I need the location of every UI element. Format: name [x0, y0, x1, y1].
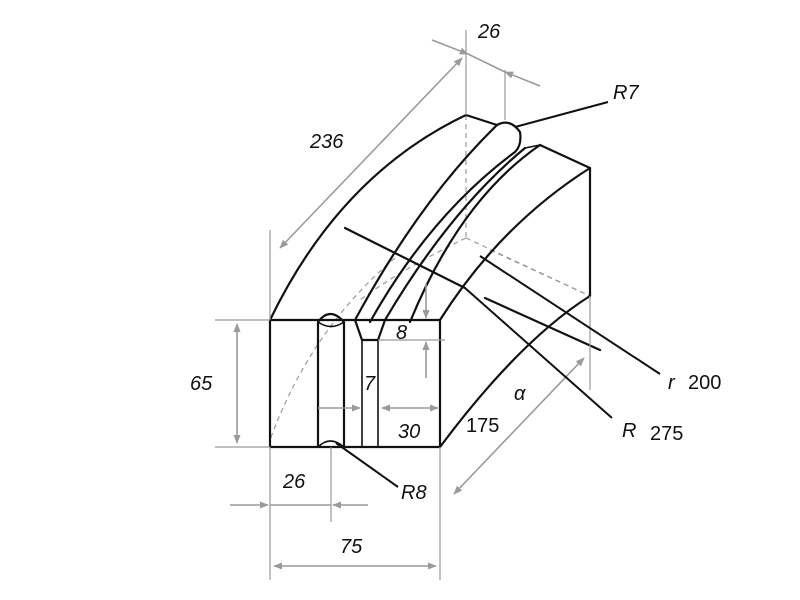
label-chord: 175 — [466, 415, 499, 437]
label-angle: α — [514, 383, 526, 405]
label-groove-radius-top: R7 — [613, 82, 639, 104]
brick-outline — [268, 113, 602, 449]
dimension-groove-offset: 7 — [318, 373, 376, 412]
dimension-outer-radius: R 275 — [464, 287, 683, 445]
label-groove-radius-bottom: R8 — [401, 482, 427, 504]
dimension-groove-width-top: 26 — [431, 21, 541, 120]
dimension-groove-position: 26 — [230, 447, 368, 580]
label-inner-radius-prefix: r — [668, 372, 676, 394]
label-groove-offset: 7 — [364, 373, 376, 395]
dimension-groove-radius-bottom: R8 — [335, 442, 427, 504]
label-inner-radius: 200 — [688, 372, 721, 394]
dimension-tongue-width: 30 — [381, 404, 439, 443]
dimension-length: 236 — [269, 30, 467, 320]
label-length: 236 — [309, 131, 344, 153]
dimension-chord: 175 α — [453, 296, 591, 495]
dimension-height: 65 — [190, 319, 270, 448]
dimension-groove-radius-top: R7 — [514, 82, 639, 128]
dimension-width: 75 — [273, 447, 441, 580]
dimension-groove-depth: 8 — [378, 284, 445, 378]
dimension-inner-radius: r 200 — [479, 255, 721, 394]
label-outer-radius-prefix: R — [622, 420, 636, 442]
label-outer-radius: 275 — [650, 423, 683, 445]
label-groove-depth: 8 — [396, 322, 407, 344]
label-groove-position: 26 — [282, 471, 306, 493]
label-tongue-width: 30 — [398, 421, 420, 443]
label-height: 65 — [190, 373, 213, 395]
label-groove-width-top: 26 — [477, 21, 501, 43]
label-width: 75 — [340, 536, 363, 558]
